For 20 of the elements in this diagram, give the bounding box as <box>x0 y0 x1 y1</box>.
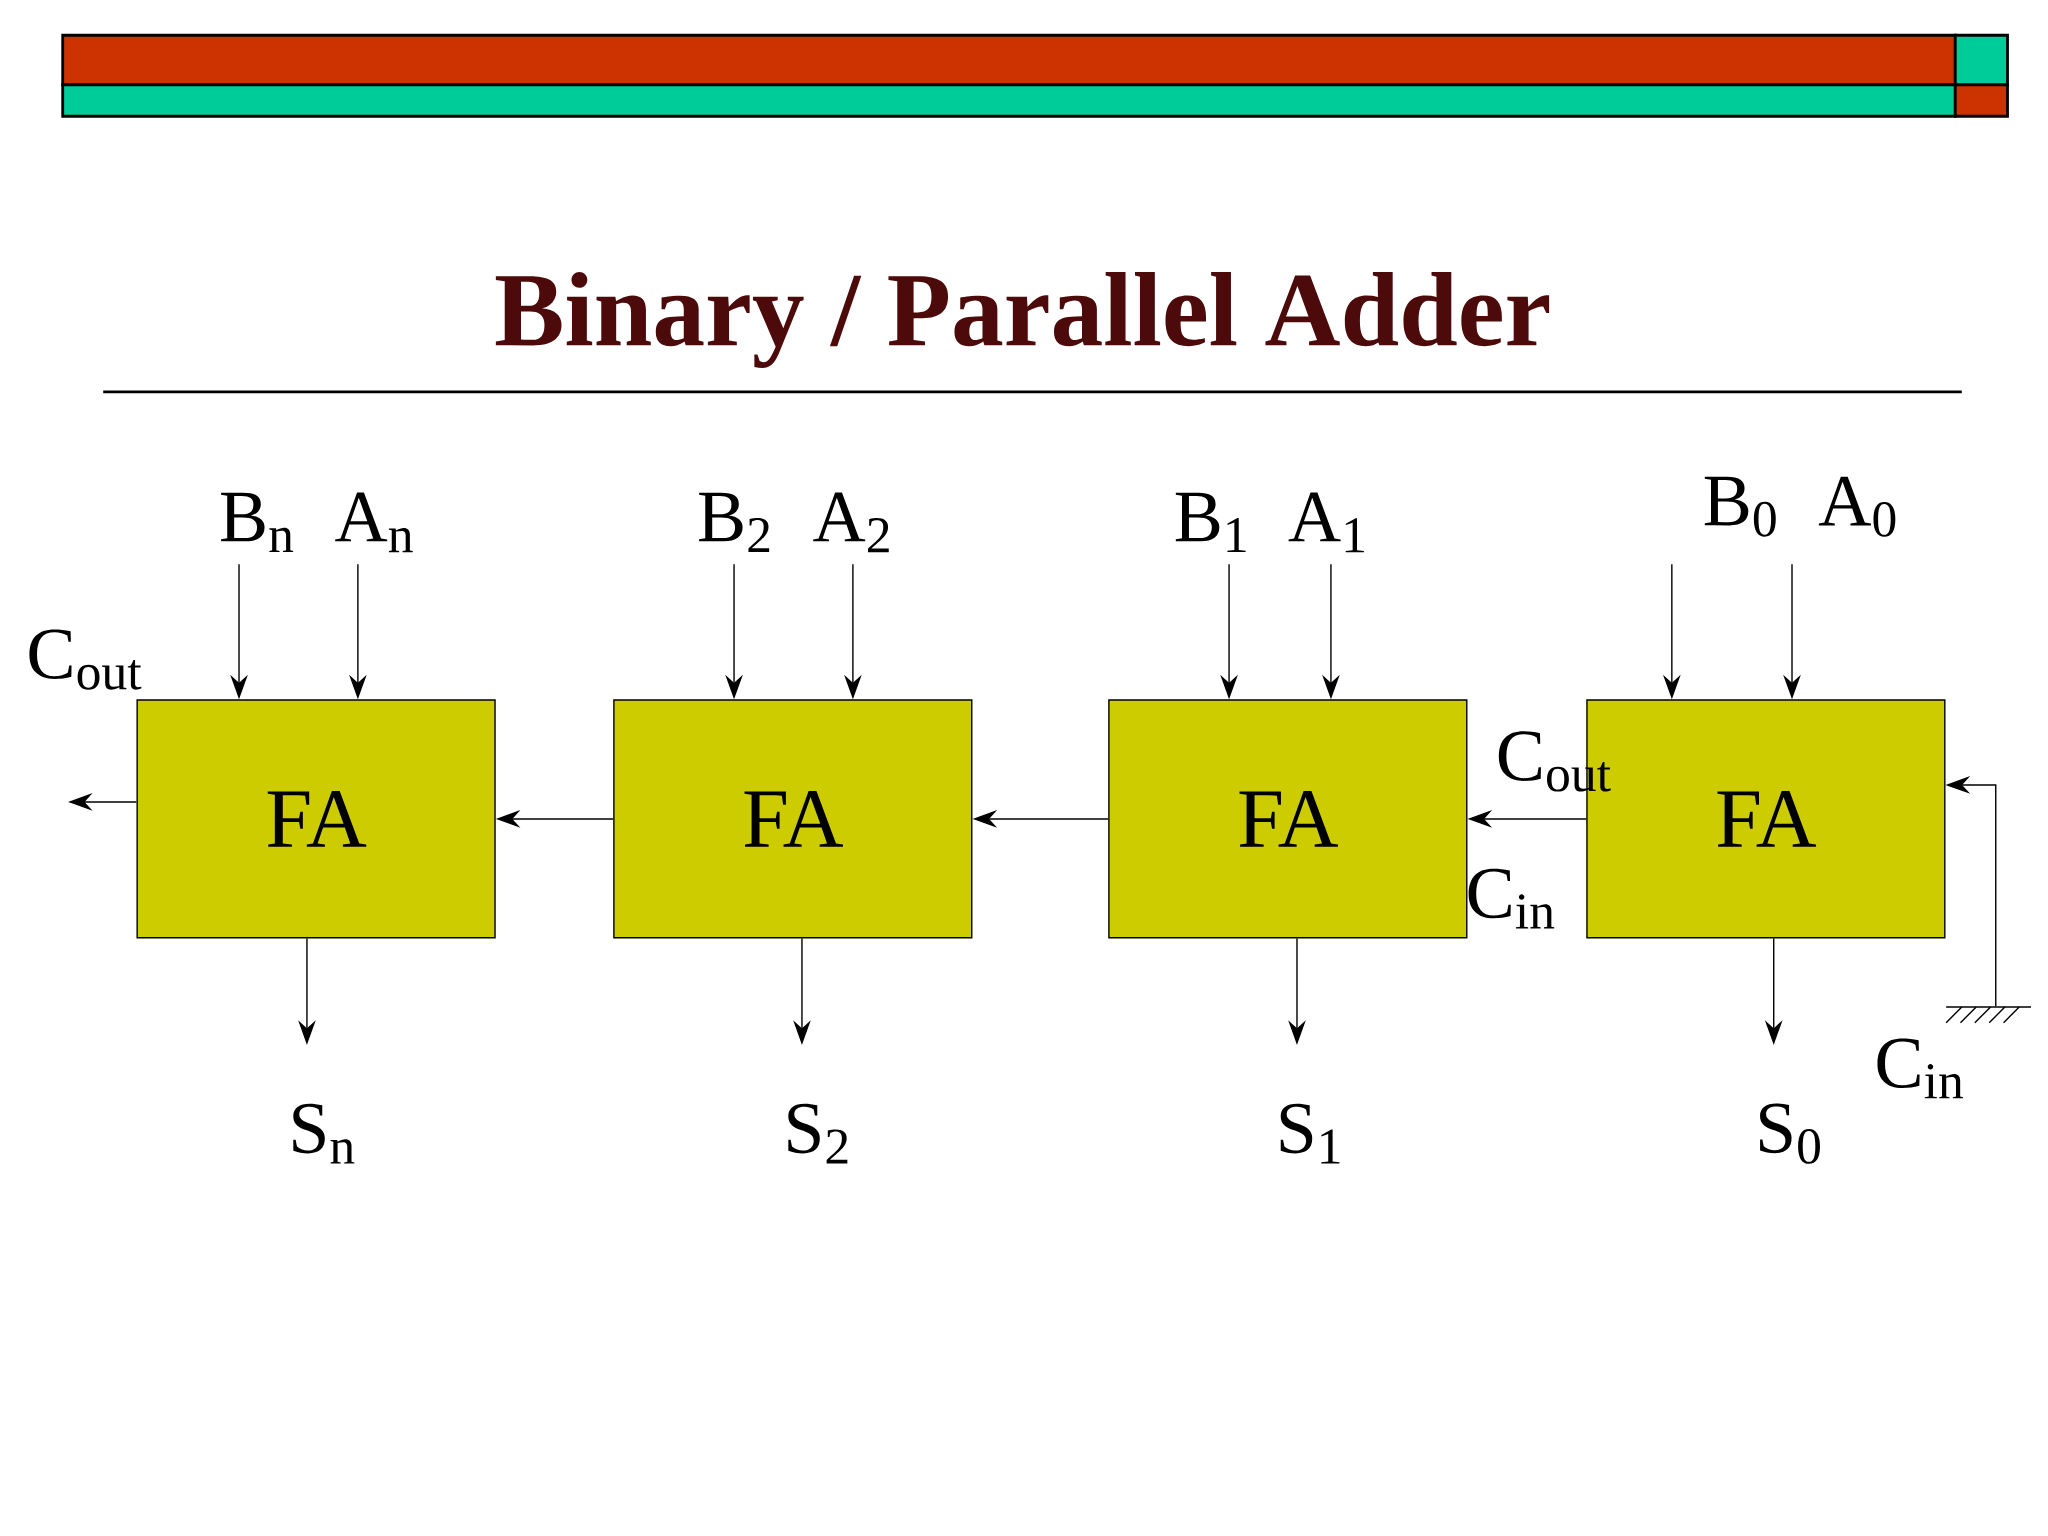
input-label: A$_{n}$ <box>335 492 413 553</box>
carry-label: C$_{out}$ <box>29 629 142 690</box>
full-adder-box: FA <box>1108 699 1468 939</box>
input-label: B$_{2}$ <box>699 492 770 553</box>
input-label: B$_{1}$ <box>1175 492 1246 553</box>
carry-label: C$_{in}$ <box>1468 868 1555 929</box>
input-label: A$_{0}$ <box>1818 476 1896 537</box>
full-adder-box: FA <box>136 699 496 939</box>
carry-label: C$_{in}$ <box>1877 1038 1964 1099</box>
sum-label: S$_{1}$ <box>1280 1103 1340 1164</box>
title: Binary / Parallel Adder <box>495 272 1550 368</box>
sum-label: S$_{n}$ <box>293 1103 355 1164</box>
input-label: B$_{0}$ <box>1704 476 1776 537</box>
input-label: A$_{1}$ <box>1288 492 1364 553</box>
input-label: B$_{n}$ <box>221 492 294 553</box>
input-label: A$_{2}$ <box>813 492 889 553</box>
sum-label: S$_{0}$ <box>1760 1103 1820 1164</box>
sum-label: S$_{2}$ <box>788 1103 848 1164</box>
ground-symbol <box>1945 1006 2032 1024</box>
full-adder-box: FA <box>613 699 973 939</box>
